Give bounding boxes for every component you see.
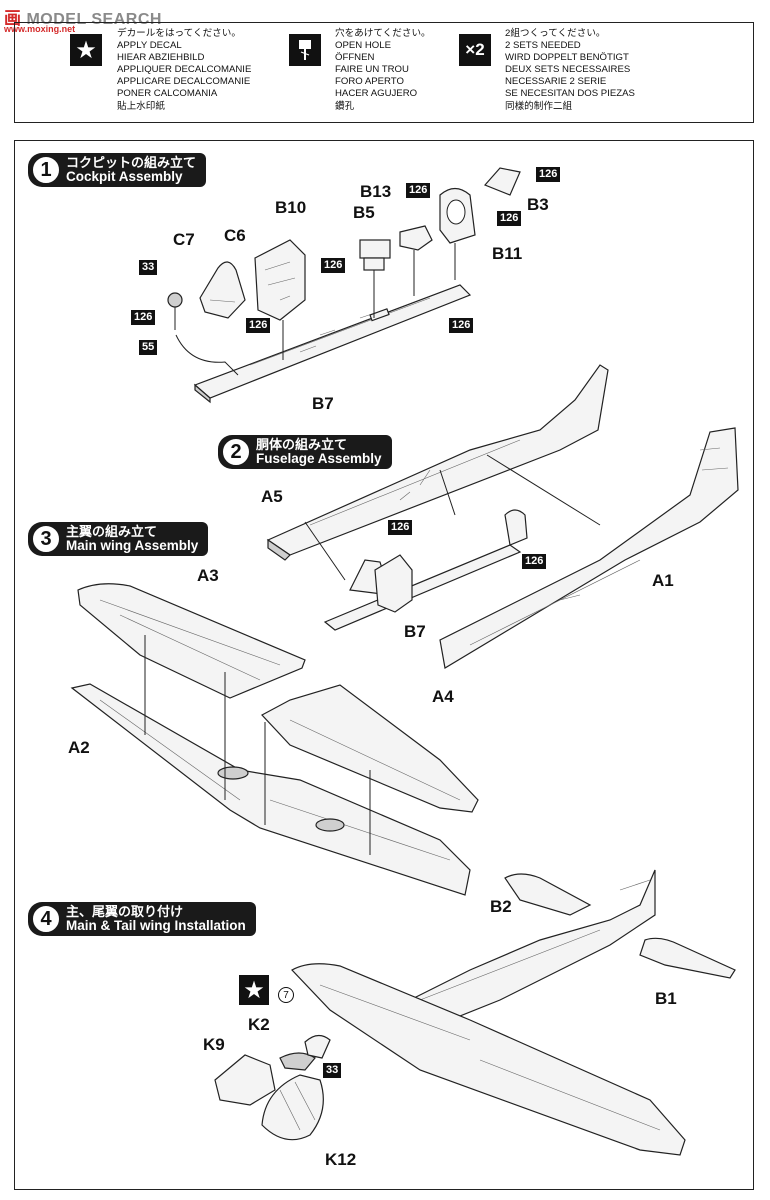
part-label-b5: B5 <box>353 203 375 222</box>
part-label-b7-installed: B7 <box>404 622 426 641</box>
color-tag: 126 <box>497 211 522 226</box>
part-label-a2: A2 <box>68 738 90 757</box>
part-label-a4: A4 <box>432 687 454 706</box>
part-b13 <box>399 225 433 296</box>
color-tag: 126 <box>321 258 346 273</box>
part-label-k2: K2 <box>248 1015 270 1034</box>
wing-a3 <box>77 583 306 699</box>
color-tag: 33 <box>139 260 158 275</box>
legend-hole-text: 穴をあけてください。 OPEN HOLE ÖFFNEN FAIRE UN TRO… <box>335 28 431 112</box>
tail-b2 <box>504 873 592 916</box>
color-tag: 126 <box>388 520 413 535</box>
bulkhead-b11 <box>439 187 476 280</box>
fuselage-a5 <box>266 364 609 561</box>
step-3-title-en: Main wing Assembly <box>66 538 199 553</box>
watermark-logo: 画 MODEL SEARCH <box>4 9 162 28</box>
instruction-box <box>14 140 754 1190</box>
step-4-header: 4 主、尾翼の取り付け Main & Tail wing Installatio… <box>28 902 256 936</box>
step-1-title-jp: コクピットの組み立て <box>66 155 197 170</box>
legend-decal-text: デカールをはってください。 APPLY DECAL HIEAR ABZIEHBI… <box>117 28 252 112</box>
part-label-c7: C7 <box>173 230 195 249</box>
part-label-b3: B3 <box>527 195 549 214</box>
part-label-a1: A1 <box>652 571 674 590</box>
fuselage-a1 <box>439 427 739 669</box>
legend-sets-text: 2組つくってください。 2 SETS NEEDED WIRD DOPPELT B… <box>505 28 635 112</box>
decal-star-icon: ★ <box>239 975 269 1005</box>
part-label-k9: K9 <box>203 1035 225 1054</box>
x2-icon: ×2 <box>459 34 491 66</box>
star-icon: ★ <box>70 34 102 66</box>
cockpit-floor-b7 <box>193 284 472 404</box>
part-label-b2: B2 <box>490 897 512 916</box>
part-label-b11: B11 <box>492 244 523 263</box>
panel-b5 <box>359 239 391 318</box>
part-label-k12: K12 <box>325 1150 357 1169</box>
drill-icon <box>289 34 321 66</box>
step-1-header: 1 コクピットの組み立て Cockpit Assembly <box>28 153 207 187</box>
part-label-c6: C6 <box>224 226 246 245</box>
spinner-part <box>304 1034 331 1059</box>
step-2-number: 2 <box>221 437 251 467</box>
color-tag: 33 <box>323 1063 342 1078</box>
step-2-title-jp: 胴体の組み立て <box>256 437 348 452</box>
part-label-b13: B13 <box>360 182 392 201</box>
color-tag: 126 <box>449 318 474 333</box>
part-label-b7: B7 <box>312 394 334 413</box>
step-1-number: 1 <box>31 155 61 185</box>
step-3-header: 3 主翼の組み立て Main wing Assembly <box>28 522 209 556</box>
step-2-title-en: Fuselage Assembly <box>256 451 382 466</box>
main-wing-assembled <box>291 963 686 1156</box>
step-1-title-en: Cockpit Assembly <box>66 169 183 184</box>
wing-a4 <box>261 684 479 813</box>
color-tag: 126 <box>406 183 431 198</box>
fuselage-assembled <box>389 869 656 1041</box>
step-4-title-en: Main & Tail wing Installation <box>66 918 246 933</box>
engine-k9 <box>214 1054 276 1106</box>
color-tag: 126 <box>131 310 156 325</box>
tail-b1 <box>639 937 736 979</box>
watermark-url: www.moxing.net <box>4 24 76 34</box>
step-4-title-jp: 主、尾翼の取り付け <box>66 904 184 919</box>
color-tag: 126 <box>536 167 561 182</box>
step-3-title-jp: 主翼の組み立て <box>66 524 158 539</box>
bulkhead-b10 <box>254 239 306 360</box>
color-tag: 126 <box>522 554 547 569</box>
cockpit-installed-b7 <box>323 509 528 631</box>
part-label-a3: A3 <box>197 566 219 585</box>
seat-c6 <box>199 261 246 319</box>
decal-number: 7 <box>278 987 294 1003</box>
part-label-a5: A5 <box>261 487 283 506</box>
part-label-b1: B1 <box>655 989 677 1008</box>
step-4-number: 4 <box>31 904 61 934</box>
control-stick-c7 <box>167 292 239 376</box>
part-label-b10: B10 <box>275 198 307 217</box>
step-3-number: 3 <box>31 524 61 554</box>
step-2-header: 2 胴体の組み立て Fuselage Assembly <box>218 435 392 469</box>
cowl-k12 <box>261 1074 324 1141</box>
color-tag: 126 <box>246 318 271 333</box>
headrest-b3 <box>483 167 521 196</box>
prop-k2 <box>279 1052 316 1071</box>
legend-box <box>14 22 754 123</box>
color-tag: 55 <box>139 340 158 355</box>
